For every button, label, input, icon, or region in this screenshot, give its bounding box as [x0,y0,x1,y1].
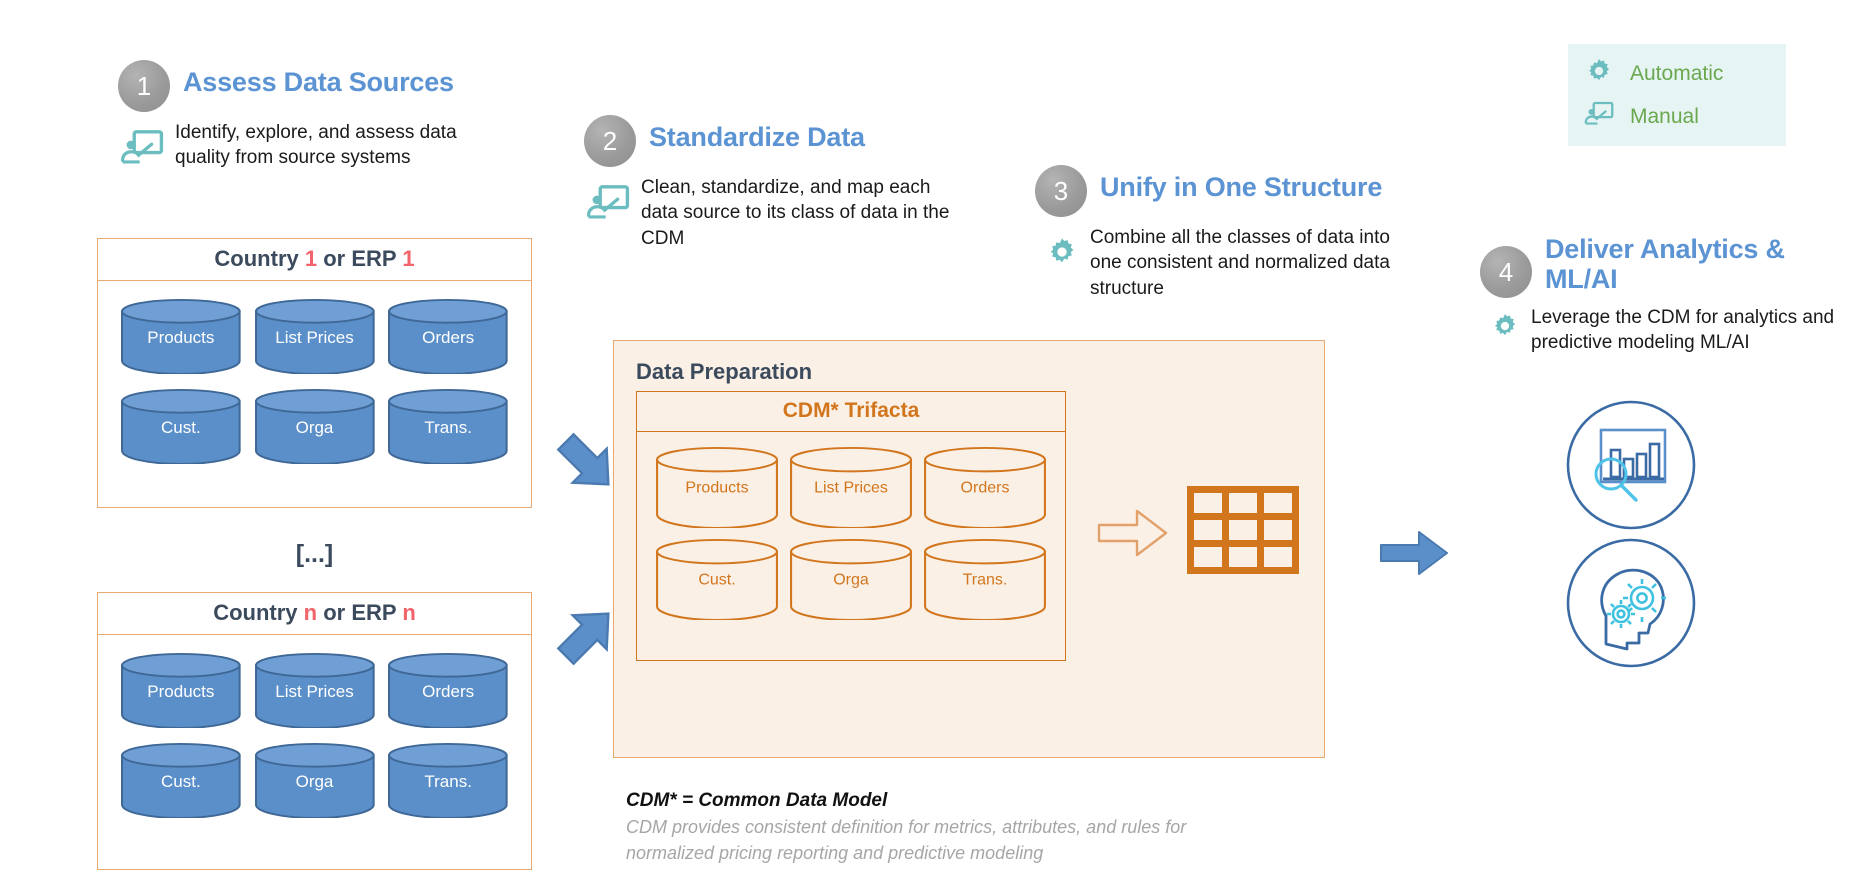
gear-icon [1490,311,1520,346]
legend-item-automatic: Automatic [1584,56,1766,91]
legend-item-manual: Manual [1584,99,1766,134]
arrow-right-icon [1378,528,1450,583]
analytics-chart-magnifier-icon [1564,398,1698,537]
step-2-number: 2 [584,115,636,167]
database-cylinder: Orders [923,446,1047,528]
footnote: CDM* = Common Data Model CDM provides co… [626,790,1346,866]
grid-cell [1264,520,1292,540]
head-gears-ai-icon [1564,536,1698,675]
step-3-number: 3 [1035,165,1087,217]
footnote-description-line-2: normalized pricing reporting and predict… [626,842,1044,863]
grid-cell [1264,547,1292,567]
footnote-definition: CDM* = Common Data Model [626,790,888,811]
gear-icon [1045,235,1079,274]
source-n-prefix: Country [213,600,304,625]
source-n-index: n [303,600,318,625]
source-box-country-n: Country n or ERP n Products List Prices … [97,592,532,870]
database-cylinder: Trans. [387,742,509,818]
step-1-body: Identify, explore, and assess data quali… [120,120,518,173]
database-cylinder: Orders [387,298,509,374]
database-cylinder: Products [655,446,779,528]
step-3-header: 3 Unify in One Structure [1035,165,1415,217]
arrow-down-right-icon [552,428,624,505]
step-4-number: 4 [1480,246,1532,298]
grid-cell [1229,547,1257,567]
source-n-index2: n [402,600,416,625]
data-preparation-panel: Data Preparation CDM* Trifacta Products … [613,340,1325,758]
grid-cell [1194,520,1222,540]
source-1-index: 1 [304,246,318,271]
database-cylinder: Trans. [387,388,509,464]
step-2-text: Clean, standardize, and map each data so… [641,177,950,249]
step-1-text: Identify, explore, and assess data quali… [175,122,457,169]
source-1-index2: 1 [402,246,415,271]
data-preparation-title: Data Preparation [636,359,813,384]
step-2-body: Clean, standardize, and map each data so… [586,175,964,251]
cdm-trifacta-title: CDM* Trifacta [637,392,1065,432]
database-cylinder: List Prices [789,446,913,528]
step-4: 4 Deliver Analytics & ML/AI Leverage the… [1480,232,1856,356]
step-1-header: 1 Assess Data Sources [118,60,518,112]
database-cylinder: Cust. [655,538,779,620]
database-cylinder: Orga [254,742,376,818]
arrow-right-outline-icon [1096,507,1170,564]
database-cylinder: Products [120,652,242,728]
source-n-database-grid: Products List Prices Orders Cust. Orga T… [98,635,531,838]
step-3-body: Combine all the classes of data into one… [1045,225,1415,301]
grid-cell [1194,493,1222,513]
step-1: 1 Assess Data Sources Identify, explore,… [118,60,518,173]
step-3-title: Unify in One Structure [1100,172,1383,202]
legend-label-automatic: Automatic [1630,61,1724,85]
source-1-prefix: Country [214,246,305,271]
database-cylinder: List Prices [254,652,376,728]
source-1-mid: or ERP [317,246,403,271]
presentation-person-icon [120,128,164,173]
step-4-header: 4 Deliver Analytics & ML/AI [1480,232,1856,298]
source-box-1-title: Country 1 or ERP 1 [98,239,531,281]
step-4-text: Leverage the CDM for analytics and predi… [1531,307,1835,354]
database-cylinder: Cust. [120,388,242,464]
step-2-title: Standardize Data [649,122,865,152]
grid-cell [1264,493,1292,513]
source-n-mid: or ERP [317,600,403,625]
step-4-title: Deliver Analytics & ML/AI [1545,234,1785,295]
step-4-body: Leverage the CDM for analytics and predi… [1490,305,1856,356]
source-1-database-grid: Products List Prices Orders Cust. Orga T… [98,281,531,484]
database-cylinder: Orga [254,388,376,464]
gear-icon [1584,56,1614,91]
database-cylinder: Orders [387,652,509,728]
database-cylinder: Products [120,298,242,374]
legend-label-manual: Manual [1630,104,1699,128]
database-cylinder: Cust. [120,742,242,818]
step-1-title: Assess Data Sources [183,67,454,97]
database-cylinder: List Prices [254,298,376,374]
table-grid-icon [1187,486,1299,574]
presentation-person-icon [586,183,630,228]
cdm-trifacta-box: CDM* Trifacta Products List Prices Order… [636,391,1066,661]
cdm-database-grid: Products List Prices Orders Cust. Orga T… [637,432,1065,636]
step-3-text: Combine all the classes of data into one… [1090,227,1390,299]
step-3: 3 Unify in One Structure Combine all the… [1035,165,1415,301]
arrow-up-right-icon [552,598,624,675]
grid-cell [1194,547,1222,567]
grid-cell [1229,520,1257,540]
database-cylinder: Orga [789,538,913,620]
step-2-header: 2 Standardize Data [584,115,964,167]
sources-ellipsis: [...] [295,540,334,568]
source-box-n-title: Country n or ERP n [98,593,531,635]
source-box-country-1: Country 1 or ERP 1 Products List Prices … [97,238,532,508]
database-cylinder: Trans. [923,538,1047,620]
step-1-number: 1 [118,60,170,112]
step-2: 2 Standardize Data Clean, standardize, a… [584,115,964,251]
legend: Automatic Manual [1568,44,1786,146]
grid-cell [1229,493,1257,513]
footnote-description-line-1: CDM provides consistent definition for m… [626,817,1187,837]
presentation-person-icon [1584,99,1614,134]
